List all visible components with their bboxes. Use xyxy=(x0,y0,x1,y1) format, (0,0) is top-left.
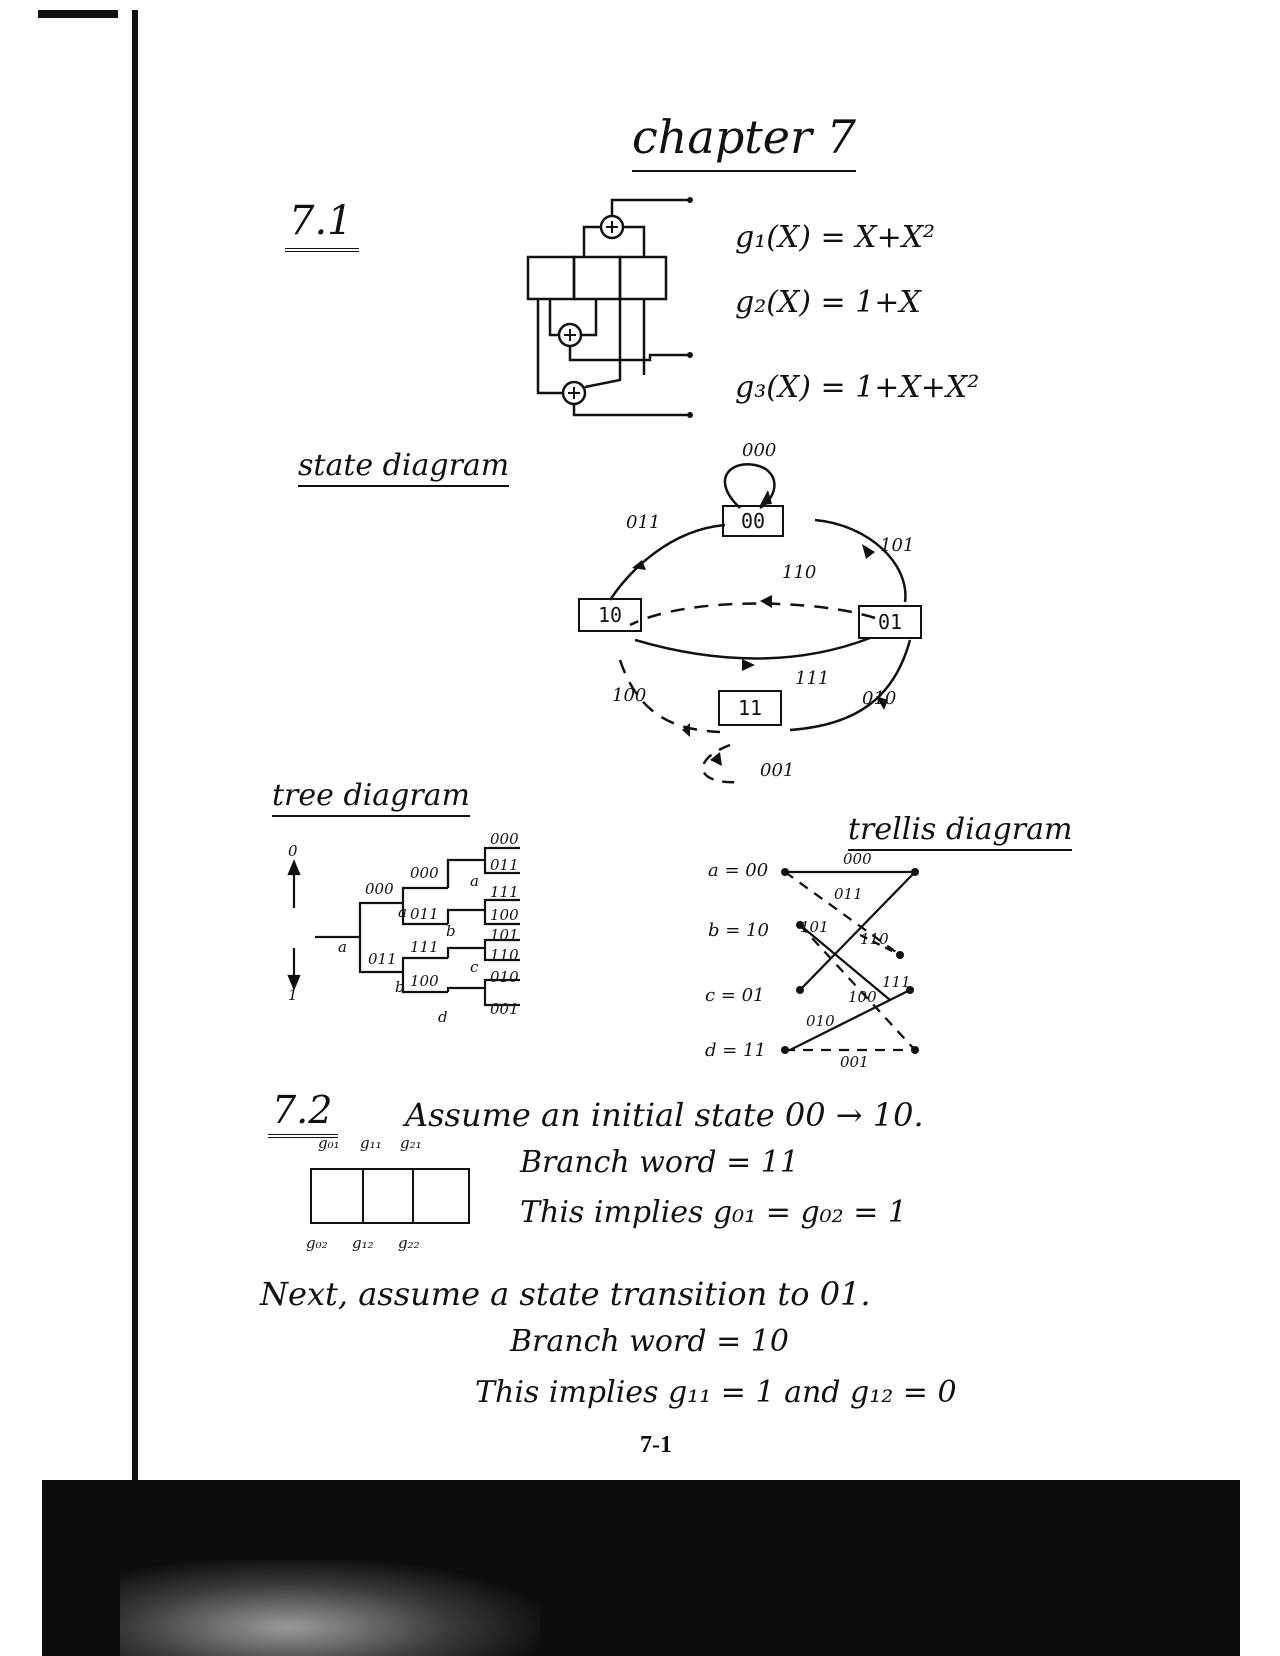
tree-branch-100-c: 100 xyxy=(490,906,519,924)
text-line-3: This implies g₀₁ = g₀₂ = 1 xyxy=(520,1195,907,1230)
state-diagram-heading: state diagram xyxy=(298,448,510,487)
chapter-title: chapter 7 xyxy=(632,110,856,172)
register-label-g22: g₂₂ xyxy=(398,1234,420,1252)
tree-branch-001-c: 001 xyxy=(490,1000,519,1018)
equation-g3: g₃(X) = 1+X+X² xyxy=(735,370,980,405)
equation-g2: g₂(X) = 1+X xyxy=(735,285,921,320)
scan-bottom-smudge xyxy=(120,1560,540,1656)
state-box-00: 00 xyxy=(722,505,784,537)
tree-diagram-heading: tree diagram xyxy=(272,778,471,817)
text-line-5: Branch word = 10 xyxy=(510,1324,789,1359)
text-line-6: This implies g₁₁ = 1 and g₁₂ = 0 xyxy=(475,1375,957,1410)
state-label-010: 010 xyxy=(862,688,897,709)
register-label-g11: g₁₁ xyxy=(360,1134,382,1152)
tree-node-b-level2: b xyxy=(395,978,405,996)
state-loop-label-000: 000 xyxy=(742,440,777,461)
trellis-state-b: b = 10 xyxy=(708,920,769,941)
state-label-011: 011 xyxy=(626,512,661,533)
state-diagram-arcs xyxy=(608,462,912,784)
register-label-g12: g₁₂ xyxy=(352,1234,374,1252)
tree-node-a-root: a xyxy=(338,938,347,956)
trellis-state-a: a = 00 xyxy=(708,860,769,881)
tree-diagram-lines xyxy=(287,846,520,1007)
tree-axis-zero: 0 xyxy=(288,842,298,860)
tree-branch-010-c: 010 xyxy=(490,968,519,986)
trellis-diagram-heading: trellis diagram xyxy=(848,812,1073,851)
register-divider-1 xyxy=(362,1168,364,1223)
tree-branch-000-a: 000 xyxy=(365,880,394,898)
text-line-4: Next, assume a state transition to 01. xyxy=(260,1275,871,1313)
tree-branch-111-c: 111 xyxy=(490,883,519,901)
state-label-111: 111 xyxy=(795,668,830,689)
problem-number-7-2: 7.2 xyxy=(268,1088,339,1138)
trellis-label-111: 111 xyxy=(882,973,911,991)
state-label-110: 110 xyxy=(782,562,817,583)
tree-branch-100-b: 100 xyxy=(410,972,439,990)
register-label-g01: g₀₁ xyxy=(318,1134,340,1152)
tree-node-b-level3: b xyxy=(446,922,456,940)
tree-branch-011-b: 011 xyxy=(410,905,439,923)
trellis-label-010: 010 xyxy=(806,1012,835,1030)
encoder-circuit xyxy=(526,197,693,418)
equation-g1: g₁(X) = X+X² xyxy=(735,220,936,255)
state-box-01: 01 xyxy=(858,605,922,639)
binding-edge-top xyxy=(38,10,118,18)
trellis-label-011: 011 xyxy=(834,885,863,903)
tree-node-c: c xyxy=(470,958,479,976)
text-line-1: Assume an initial state 00 → 10. xyxy=(405,1096,924,1134)
tree-branch-011-a: 011 xyxy=(368,950,397,968)
trellis-label-101: 101 xyxy=(800,918,829,936)
tree-branch-110-c: 110 xyxy=(490,946,519,964)
tree-branch-011-c: 011 xyxy=(490,856,519,874)
binding-edge xyxy=(132,10,138,1480)
state-label-100: 100 xyxy=(612,685,647,706)
tree-node-d: d xyxy=(438,1008,448,1026)
register-label-g02: g₀₂ xyxy=(306,1234,328,1252)
tree-node-a-level3: a xyxy=(470,872,479,890)
tree-branch-111-b: 111 xyxy=(410,938,439,956)
tree-axis-one: 1 xyxy=(288,986,298,1004)
tree-branch-000-c: 000 xyxy=(490,830,519,848)
text-line-2: Branch word = 11 xyxy=(520,1145,799,1180)
page-number: 7-1 xyxy=(640,1432,672,1458)
trellis-label-110: 110 xyxy=(860,930,889,948)
state-box-10: 10 xyxy=(578,598,642,632)
tree-branch-101-c: 101 xyxy=(490,926,519,944)
register-label-g21: g₂₁ xyxy=(400,1134,422,1152)
problem-number-7-1: 7.1 xyxy=(285,198,359,252)
state-box-11: 11 xyxy=(718,690,782,726)
trellis-lines xyxy=(781,868,919,1054)
trellis-state-d: d = 11 xyxy=(705,1040,766,1061)
register-7-2 xyxy=(310,1168,470,1224)
tree-branch-000-b: 000 xyxy=(410,864,439,882)
state-label-101: 101 xyxy=(880,535,915,556)
trellis-state-c: c = 01 xyxy=(705,985,765,1006)
trellis-label-000: 000 xyxy=(843,850,872,868)
trellis-label-001: 001 xyxy=(840,1053,869,1071)
state-label-001: 001 xyxy=(760,760,795,781)
register-divider-2 xyxy=(412,1168,414,1223)
tree-node-a-level2: a xyxy=(398,903,407,921)
trellis-label-100: 100 xyxy=(848,988,877,1006)
